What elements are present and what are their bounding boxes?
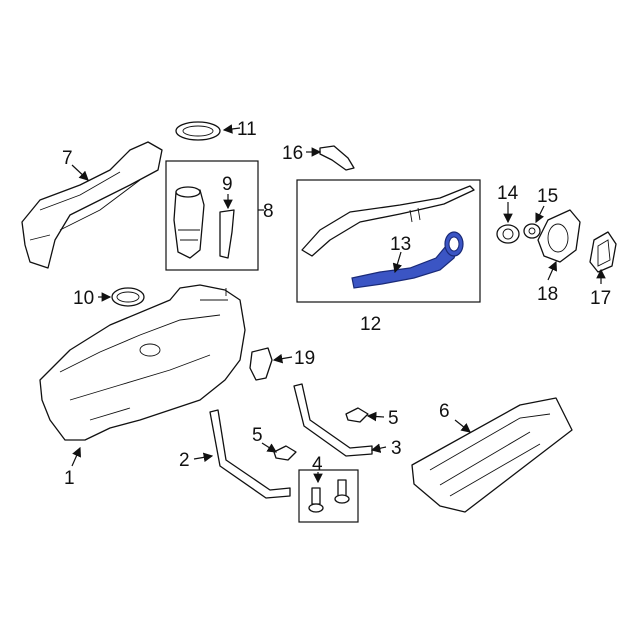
part-2-strap[interactable] bbox=[209, 409, 291, 499]
callout-4: 4 bbox=[312, 454, 323, 475]
part-10-gasket[interactable] bbox=[111, 287, 145, 307]
part-9-sender[interactable] bbox=[219, 209, 235, 259]
callout-7: 7 bbox=[62, 148, 73, 169]
part-11-lock-ring[interactable] bbox=[175, 121, 221, 141]
part-12-filler-box bbox=[296, 179, 481, 303]
callout-13: 13 bbox=[390, 234, 411, 255]
callout-16: 16 bbox=[282, 143, 303, 164]
callout-5-left: 5 bbox=[252, 425, 263, 446]
callout-11: 11 bbox=[237, 119, 257, 140]
callout-10: 10 bbox=[73, 288, 94, 309]
callout-15: 15 bbox=[537, 186, 558, 207]
callout-1: 1 bbox=[64, 468, 75, 489]
part-18-housing[interactable] bbox=[537, 209, 581, 263]
part-8-fuel-pump[interactable] bbox=[173, 186, 205, 259]
part-5-nut-right[interactable] bbox=[345, 407, 369, 423]
callout-5-right: 5 bbox=[388, 408, 399, 429]
callout-8: 8 bbox=[263, 201, 274, 222]
part-16-hose[interactable] bbox=[319, 145, 355, 171]
part-8-fuel-pump-box bbox=[165, 160, 259, 271]
part-12-vent-tube[interactable] bbox=[301, 185, 475, 257]
part-13-filler-pipe[interactable] bbox=[351, 231, 464, 289]
callout-2: 2 bbox=[179, 450, 190, 471]
callout-12: 12 bbox=[360, 314, 381, 335]
part-17-fuel-door[interactable] bbox=[589, 231, 617, 273]
part-1-fuel-tank[interactable] bbox=[39, 284, 246, 441]
callout-6: 6 bbox=[439, 401, 450, 422]
part-19-valve[interactable] bbox=[249, 347, 273, 381]
callout-14: 14 bbox=[497, 183, 519, 204]
callout-3: 3 bbox=[391, 438, 402, 459]
leader-lines bbox=[71, 124, 606, 484]
part-5-nut-left[interactable] bbox=[273, 445, 297, 461]
part-6-skid-plate[interactable] bbox=[411, 397, 573, 513]
part-15-grommet[interactable] bbox=[523, 223, 541, 239]
part-14-seal[interactable] bbox=[496, 224, 520, 244]
callout-18: 18 bbox=[537, 284, 558, 305]
callout-9: 9 bbox=[222, 174, 233, 195]
part-7-heat-shield[interactable] bbox=[21, 141, 163, 269]
callout-17: 17 bbox=[590, 288, 611, 309]
part-4-bolts-box bbox=[298, 469, 359, 523]
callout-19: 19 bbox=[294, 348, 315, 369]
part-4-bolts[interactable] bbox=[308, 479, 350, 513]
